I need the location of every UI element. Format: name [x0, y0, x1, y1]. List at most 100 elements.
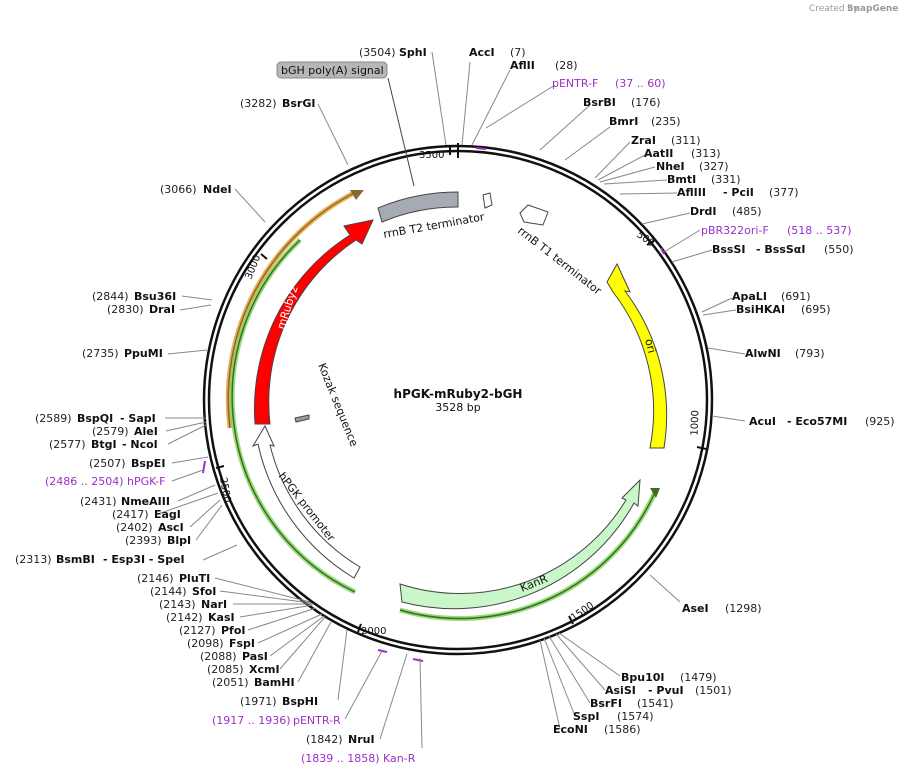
- site-name-bsihkai[interactable]: BsiHKAI: [736, 303, 785, 316]
- site-name-bsssai[interactable]: - BssSαI: [756, 243, 805, 256]
- site-name-asisi[interactable]: AsiSI: [605, 684, 636, 697]
- site-name-apali[interactable]: ApaLI: [732, 290, 767, 303]
- tick-500: [646, 239, 656, 246]
- site-name-bsrgi[interactable]: BsrGI: [282, 97, 315, 110]
- site-name-bmri[interactable]: BmrI: [609, 115, 638, 128]
- primer-name-hpgk-f[interactable]: hPGK-F: [127, 475, 165, 488]
- site-name-drdi[interactable]: DrdI: [690, 205, 717, 218]
- site-name-bpu10i[interactable]: Bpu10I: [621, 671, 665, 684]
- site-pos-drai: (2830): [107, 303, 144, 316]
- site-name-btgi[interactable]: BtgI: [91, 438, 117, 451]
- site-pos-bsihkai: (695): [801, 303, 831, 316]
- site-pos-ppumi: (2735): [82, 347, 119, 360]
- site-pos-nhei: (327): [699, 160, 729, 173]
- site-name-ndei[interactable]: NdeI: [203, 183, 232, 196]
- site-pos-bsu36i: (2844): [92, 290, 129, 303]
- hpgk-promoter[interactable]: [251, 424, 361, 579]
- created-by-text: Created by: [809, 4, 859, 14]
- site-name-pcii[interactable]: - PciI: [723, 186, 754, 199]
- site-name-afliii[interactable]: AflIII: [677, 186, 706, 199]
- site-pos-bsrfi: (1541): [637, 697, 674, 710]
- site-pos-nmeaiii: (2431): [80, 495, 117, 508]
- site-pos-bpu10i: (1479): [680, 671, 717, 684]
- site-name-acui[interactable]: AcuI: [749, 415, 776, 428]
- site-name-acci[interactable]: AccI: [469, 46, 495, 59]
- primer-mark-pentr-f: [475, 147, 487, 150]
- right-site-labels: AccI (7) AflII (28) pENTR-F (37 .. 60) B…: [469, 46, 895, 736]
- tick-2000: [357, 623, 362, 633]
- primer-pos-pentr-f: (37 .. 60): [615, 77, 666, 90]
- site-name-nhei[interactable]: NheI: [656, 160, 685, 173]
- site-name-bsssi[interactable]: BssSI: [712, 243, 746, 256]
- site-name-aatii[interactable]: AatII: [644, 147, 673, 160]
- site-pos-aatii: (313): [691, 147, 721, 160]
- tick-label-1000: 1000: [690, 410, 702, 436]
- site-name-alei[interactable]: AleI: [134, 425, 158, 438]
- site-name-bsphi[interactable]: BspHI: [282, 695, 318, 708]
- site-name-ncoi[interactable]: - NcoI: [122, 438, 158, 451]
- plasmid-name: hPGK-mRuby2-bGH: [394, 387, 523, 401]
- site-name-bsu36i[interactable]: Bsu36I: [134, 290, 176, 303]
- site-name-pfoi[interactable]: PfoI: [221, 624, 246, 637]
- site-name-pasi[interactable]: PasI: [242, 650, 268, 663]
- site-name-pvui[interactable]: - PvuI: [648, 684, 684, 697]
- site-name-eagi[interactable]: EagI: [154, 508, 181, 521]
- site-name-kasi[interactable]: KasI: [208, 611, 235, 624]
- site-name-pluti[interactable]: PluTI: [179, 572, 210, 585]
- primer-name-pentr-f[interactable]: pENTR-F: [552, 77, 598, 90]
- site-name-drai[interactable]: DraI: [149, 303, 175, 316]
- site-name-sspi[interactable]: SspI: [573, 710, 599, 723]
- primer-name-pentr-r[interactable]: pENTR-R: [293, 714, 341, 727]
- site-name-fspi[interactable]: FspI: [229, 637, 255, 650]
- site-name-bsrfi[interactable]: BsrFI: [590, 697, 622, 710]
- rrnb-t2-terminator[interactable]: [377, 191, 459, 223]
- site-name-asci[interactable]: AscI: [158, 521, 184, 534]
- site-name-bsmbi[interactable]: BsmBI: [56, 553, 95, 566]
- site-pos-bsssi: (550): [824, 243, 854, 256]
- site-pos-bamhi: (2051): [212, 676, 249, 689]
- left-leaders: [157, 51, 447, 749]
- tick-label-2000: 2000: [361, 626, 386, 637]
- site-name-alwni[interactable]: AlwNI: [745, 347, 781, 360]
- plasmid-length: 3528 bp: [435, 401, 480, 414]
- site-pos-sfoi: (2144): [150, 585, 187, 598]
- primer-name-pbr322ori-f[interactable]: pBR322ori-F: [701, 224, 769, 237]
- site-name-sfoi[interactable]: SfoI: [192, 585, 216, 598]
- cds-arc-left: [231, 239, 356, 593]
- ori-feature[interactable]: [606, 262, 668, 449]
- tick-2500: [215, 465, 225, 469]
- site-name-ppumi[interactable]: PpuMI: [124, 347, 163, 360]
- primer-name-kan-r[interactable]: Kan-R: [383, 752, 416, 765]
- site-name-sapi[interactable]: - SapI: [120, 412, 156, 425]
- site-name-bamhi[interactable]: BamHI: [254, 676, 295, 689]
- site-name-esp3i-spei[interactable]: - Esp3I - SpeI: [103, 553, 185, 566]
- site-name-nrui[interactable]: NruI: [348, 733, 375, 746]
- right-leaders: [461, 61, 746, 730]
- site-name-asei[interactable]: AseI: [682, 602, 709, 615]
- site-name-nari[interactable]: NarI: [201, 598, 227, 611]
- site-pos-ndei: (3066): [160, 183, 197, 196]
- site-name-bspei[interactable]: BspEI: [131, 457, 165, 470]
- site-name-zrai[interactable]: ZraI: [631, 134, 656, 147]
- kanr-arc-arrowhead: [650, 488, 660, 498]
- site-name-eco57mi[interactable]: - Eco57MI: [787, 415, 847, 428]
- bgh-polya-leader: [387, 77, 415, 187]
- kozak-feature: [294, 414, 310, 423]
- bgh-polya-label-box[interactable]: [276, 61, 388, 79]
- rrnb-t1-terminator[interactable]: [519, 204, 549, 226]
- site-name-bmti[interactable]: BmtI: [667, 173, 696, 186]
- site-name-bsrbi[interactable]: BsrBI: [583, 96, 616, 109]
- kozak-label: Kozak sequence: [315, 361, 360, 448]
- site-name-aflii[interactable]: AflII: [510, 59, 535, 72]
- site-name-econi[interactable]: EcoNI: [553, 723, 588, 736]
- site-name-sphi[interactable]: SphI: [399, 46, 427, 59]
- site-pos-alwni: (793): [795, 347, 825, 360]
- site-name-blpi[interactable]: BlpI: [167, 534, 191, 547]
- kanr-feature[interactable]: [399, 478, 641, 610]
- site-name-nmeaiii[interactable]: NmeAIII: [121, 495, 170, 508]
- site-name-bspqi[interactable]: BspQI: [77, 412, 113, 425]
- site-name-xcmi[interactable]: XcmI: [249, 663, 280, 676]
- mruby2-feature[interactable]: [253, 219, 374, 425]
- primer-pos-kan-r: (1839 .. 1858): [301, 752, 380, 765]
